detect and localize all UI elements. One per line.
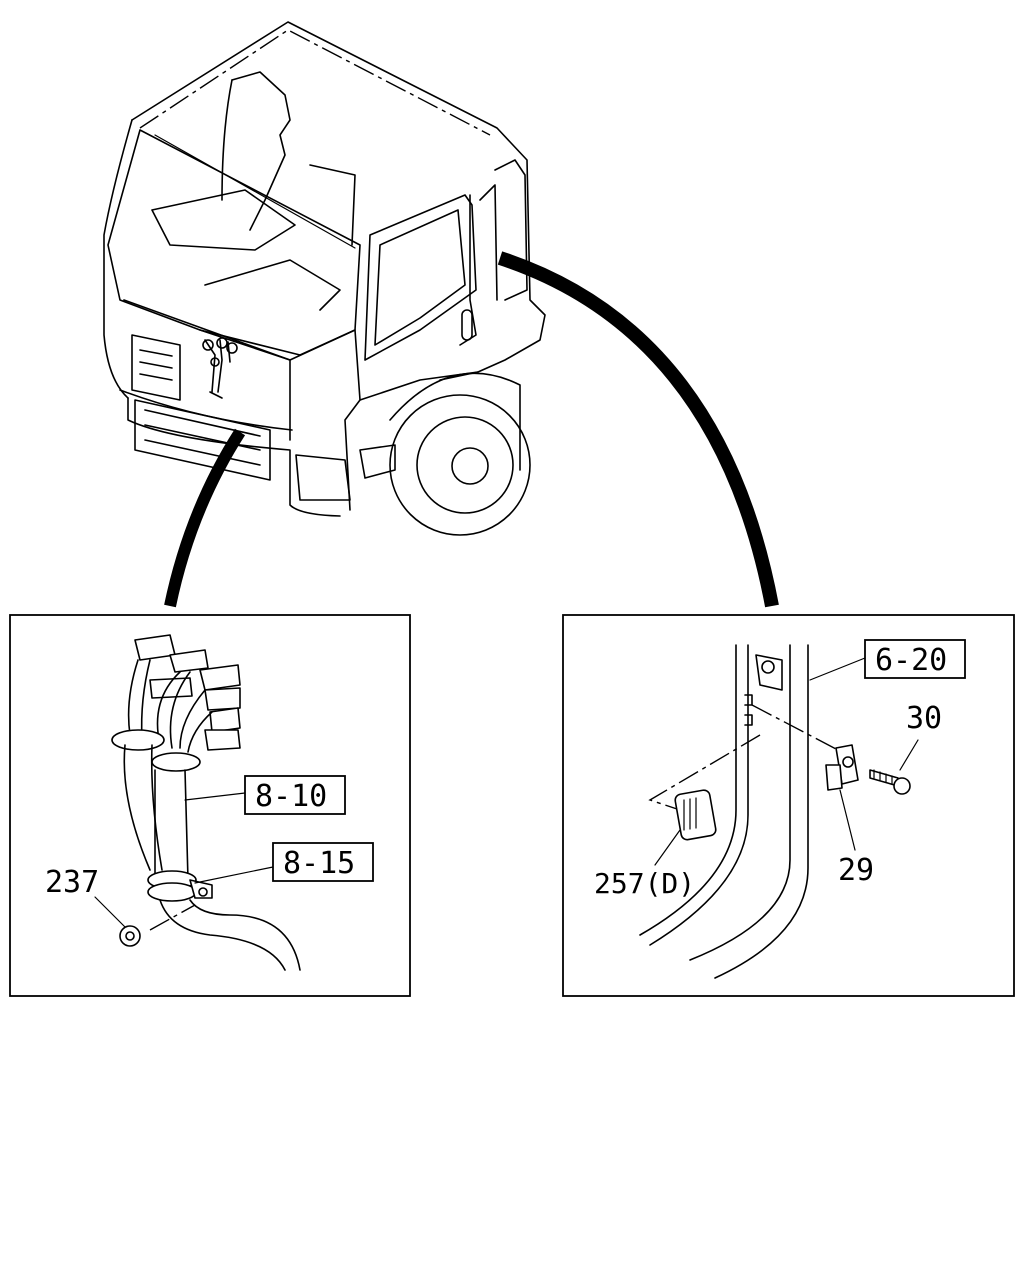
right-detail-panel: 6-20 30 29 257(D) — [562, 614, 1015, 997]
part-number-237: 237 — [45, 865, 99, 900]
part-number-29: 29 — [838, 853, 874, 888]
ref-label-8-15: 8-15 — [283, 846, 355, 881]
left-callout-wedge — [164, 428, 246, 608]
cab-harness-detail — [202, 337, 238, 399]
wiring-harness-icon — [94, 634, 301, 971]
left-detail-panel: 8-10 8-15 237 — [9, 614, 411, 997]
ref-box-6-20 — [864, 639, 966, 679]
ref-label-8-10: 8-10 — [255, 779, 327, 814]
part-number-257d: 257(D) — [594, 867, 695, 900]
ref-label-6-20: 6-20 — [875, 643, 947, 678]
part-number-30: 30 — [906, 701, 942, 736]
door-frame-icon — [639, 644, 919, 979]
right-callout-wedge — [497, 251, 779, 608]
ref-box-8-10 — [244, 775, 346, 815]
ref-box-8-15 — [272, 842, 374, 882]
truck-cab-icon — [103, 21, 546, 536]
